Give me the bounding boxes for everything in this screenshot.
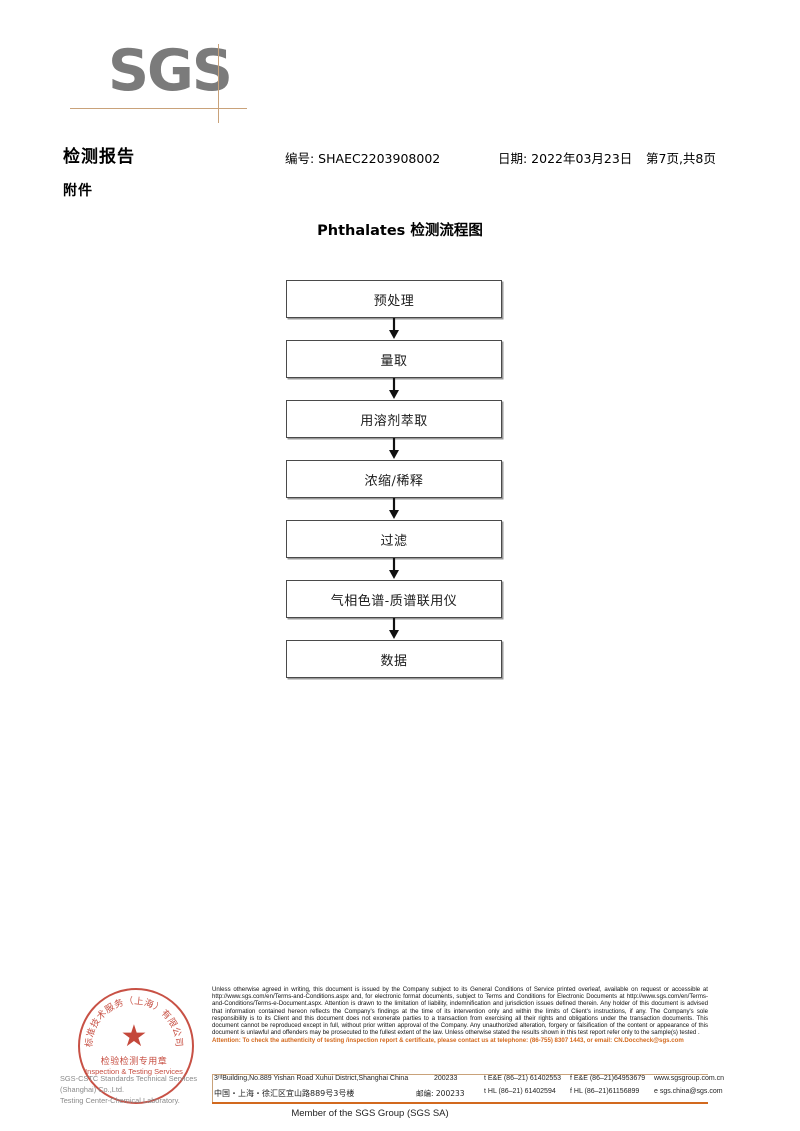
flow-step-label: 用溶剂萃取: [360, 413, 428, 429]
tel-ee-1: t E&E (86–21) 61402553: [484, 1075, 562, 1082]
sgs-logo-text: SGS: [108, 38, 233, 104]
seal-circle: [78, 988, 194, 1104]
flow-arrow-down-icon: [286, 498, 502, 520]
flow-step-label: 浓缩/稀释: [364, 473, 424, 489]
address-en: 3ʳᵈBuilding,No.889 Yishan Road Xuhui Dis…: [214, 1075, 409, 1082]
zip-cn: 邮编: 200233: [416, 1089, 465, 1098]
flow-step-box: 量取: [286, 340, 502, 378]
flowchart-title: Phthalates 检测流程图: [317, 223, 483, 239]
seal-star-icon: ★: [120, 1020, 148, 1053]
report-date: 日期: 2022年03月23日: [498, 151, 633, 166]
flow-step-label: 气相色谱-质谱联用仪: [330, 593, 458, 609]
logo-divider-tick: [218, 44, 219, 123]
report-number: 编号: SHAEC2203908002: [285, 151, 441, 166]
flow-step-box: 预处理: [286, 280, 502, 318]
attachment-label: 附件: [63, 183, 93, 199]
company-name-line2: Testing Center-Chemical Laboratory.: [60, 1096, 180, 1105]
tel-hl-2: f HL (86–21)61156899: [570, 1088, 640, 1095]
tel-hl-1: t HL (86–21) 61402594: [484, 1088, 556, 1095]
legal-body-text: Unless otherwise agreed in writing, this…: [212, 986, 708, 1037]
flow-step-box: 过滤: [286, 520, 502, 558]
logo-divider-rule: [70, 108, 247, 109]
flow-step-box: 气相色谱-质谱联用仪: [286, 580, 502, 618]
tel-ee-2: f E&E (86–21)64953679: [570, 1075, 646, 1082]
contact-row-cn: 中国・上海・徐汇区宜山路889号3号楼 邮编: 200233 t HL (86–…: [212, 1088, 723, 1102]
flow-step-box: 浓缩/稀释: [286, 460, 502, 498]
seal-arc-text: 标准技术服务（上海）有限公司: [83, 994, 184, 1094]
address-cn: 中国・上海・徐汇区宜山路889号3号楼: [214, 1089, 355, 1098]
email-address: e sgs.china@sgs.com: [654, 1088, 723, 1095]
company-name-line1: SGS-CSTC Standards Technical Services (S…: [60, 1074, 198, 1094]
seal-center-text-en: Inspection & Testing Services: [85, 1067, 183, 1076]
flow-arrow-down-icon: [286, 438, 502, 460]
flow-step-label: 数据: [380, 653, 408, 669]
sgs-logo: SGS: [108, 40, 248, 120]
flow-step-box: 用溶剂萃取: [286, 400, 502, 438]
flowchart: 预处理 量取 用溶剂萃取 浓缩/稀释 过滤: [286, 280, 502, 678]
page-title: 检测报告: [63, 147, 135, 167]
flow-step-label: 过滤: [380, 533, 408, 549]
footer-top-rule: [212, 1074, 708, 1075]
zip-en: 200233: [434, 1075, 458, 1082]
website-url: www.sgsgroup.com.cn: [654, 1075, 725, 1082]
seal-center-text-cn: 检验检测专用章: [100, 1057, 168, 1067]
footer-bottom-rule: [212, 1102, 708, 1104]
sgs-group-member-note: Member of the SGS Group (SGS SA): [291, 1108, 449, 1119]
attention-notice: Attention: To check the authenticity of …: [212, 1037, 684, 1045]
flow-step-label: 预处理: [373, 293, 415, 309]
flow-step-box: 数据: [286, 640, 502, 678]
flow-arrow-down-icon: [286, 618, 502, 640]
contact-row-en: 3ʳᵈBuilding,No.889 Yishan Road Xuhui Dis…: [212, 1075, 724, 1089]
flow-arrow-down-icon: [286, 378, 502, 400]
legal-disclaimer: Unless otherwise agreed in writing, this…: [212, 986, 708, 1045]
flow-arrow-down-icon: [286, 558, 502, 580]
page-indicator: 第7页,共8页: [646, 151, 716, 166]
flow-step-label: 量取: [380, 353, 408, 369]
flow-arrow-down-icon: [286, 318, 502, 340]
company-seal-stamp: 标准技术服务（上海）有限公司 ★ 检验检测专用章 Inspection & Te…: [78, 988, 196, 1106]
company-name-block: SGS-CSTC Standards Technical Services (S…: [60, 1073, 235, 1106]
footer-left-vrule: [212, 1075, 213, 1102]
